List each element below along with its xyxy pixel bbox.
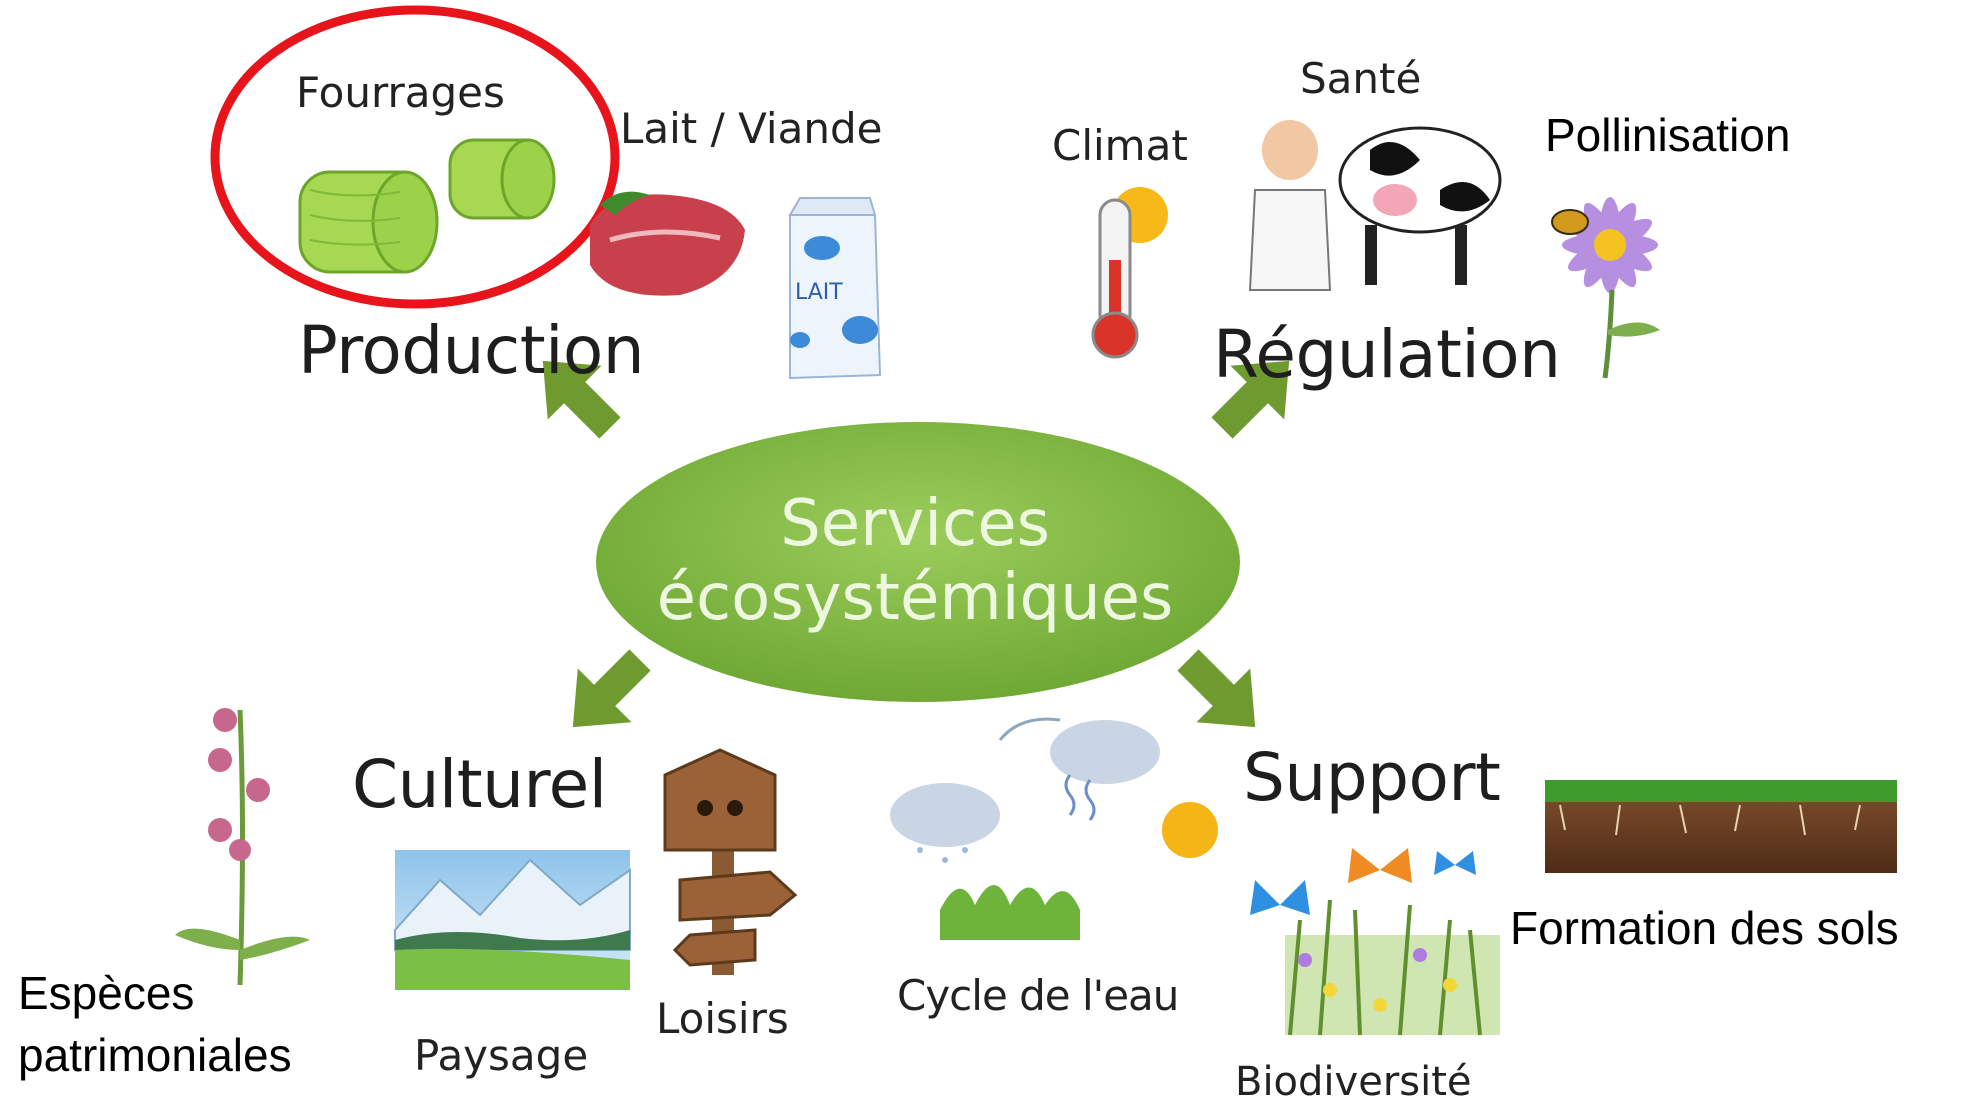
milk-carton-illustration [788, 197, 882, 380]
label-biodiversite: Biodiversité [1235, 1059, 1472, 1105]
label-formation-sols: Formation des sols [1510, 902, 1899, 954]
arrow-culturel [572, 649, 651, 728]
category-culturel: Culturel [352, 746, 607, 823]
meat-illustration [590, 191, 745, 296]
label-loisirs: Loisirs [656, 994, 789, 1043]
soil-illustration [1545, 780, 1897, 873]
label-climat: Climat [1052, 121, 1188, 170]
center-ellipse [596, 422, 1240, 702]
label-pollinisation: Pollinisation [1545, 109, 1791, 161]
water-cycle-illustration [890, 717, 1218, 940]
category-regulation: Régulation [1213, 316, 1561, 393]
arrow-production [542, 360, 621, 439]
biodiversity-illustration [1250, 848, 1500, 1036]
label-especes-line2: patrimoniales [18, 1029, 292, 1081]
arrow-regulation [1211, 360, 1290, 439]
label-sante: Santé [1300, 54, 1422, 103]
pollination-flower-illustration [1551, 197, 1660, 379]
center-title-line2: écosystémiques [656, 561, 1174, 635]
label-especes-line1: Espèces [18, 967, 195, 1019]
category-production: Production [298, 312, 645, 389]
arrow-support [1177, 649, 1256, 728]
vet-and-cow-illustration [1248, 120, 1502, 291]
signpost-illustration [663, 748, 798, 975]
category-support: Support [1243, 739, 1501, 816]
lily-plant-illustration [175, 708, 310, 986]
highlight-circle [210, 5, 620, 309]
landscape-illustration [394, 850, 631, 990]
label-paysage: Paysage [414, 1031, 589, 1080]
label-lait-viande: Lait / Viande [620, 104, 883, 153]
label-cycle-eau: Cycle de l'eau [897, 971, 1179, 1020]
label-lait-carton: LAIT [795, 280, 843, 305]
hay-bales-illustration [298, 138, 556, 274]
center-title: Services écosystémiques [590, 422, 1240, 702]
center-title-line1: Services [780, 487, 1050, 562]
label-fourrages: Fourrages [296, 68, 505, 117]
thermometer-illustration [1091, 187, 1168, 359]
